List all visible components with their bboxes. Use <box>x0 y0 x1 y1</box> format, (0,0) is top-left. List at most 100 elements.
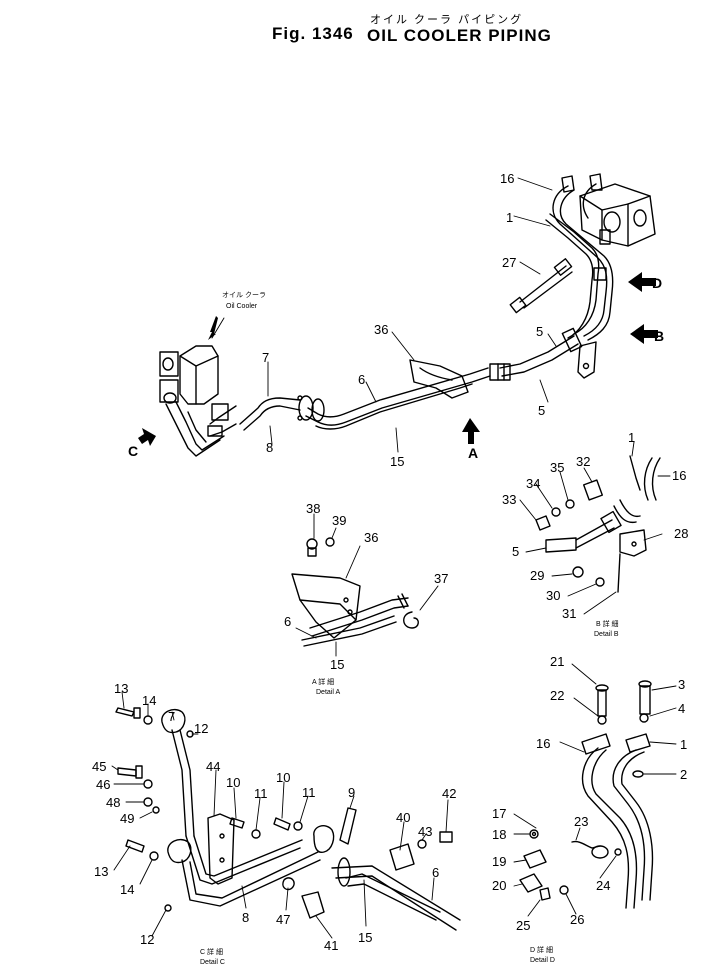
part-number: 48 <box>106 795 120 810</box>
detail-a-caption-jp: A 詳 細 <box>312 677 334 686</box>
detail-d-caption-jp: D 詳 細 <box>530 945 553 954</box>
detail-d-leaders <box>513 663 677 917</box>
part-number: 17 <box>492 806 506 821</box>
detail-d-caption-en: Detail D <box>530 957 555 964</box>
view-marker-d: D <box>652 275 662 291</box>
part-number: 6 <box>358 372 365 387</box>
hose-27 <box>509 258 607 314</box>
part-number: 15 <box>390 454 404 469</box>
part-number: 30 <box>546 588 560 603</box>
detail-b-drawing <box>535 455 661 593</box>
part-number: 36 <box>364 530 378 545</box>
part-number: 15 <box>330 657 344 672</box>
detail-b-caption-en: Detail B <box>594 631 619 638</box>
part-number: 12 <box>194 721 208 736</box>
part-number: 13 <box>114 681 128 696</box>
detail-b-leaders <box>519 441 671 615</box>
part-number: 1 <box>680 737 687 752</box>
part-number: 39 <box>332 513 346 528</box>
part-number: 34 <box>526 476 540 491</box>
part-number: 35 <box>550 460 564 475</box>
part-number: 10 <box>226 775 240 790</box>
part-number: 11 <box>254 786 268 801</box>
detail-c-caption-jp: C 詳 細 <box>200 947 223 956</box>
part-number: 1 <box>628 430 635 445</box>
part-number: 33 <box>502 492 516 507</box>
part-number: 3 <box>678 677 685 692</box>
part-number: 43 <box>418 824 432 839</box>
part-number: 14 <box>142 693 156 708</box>
detail-c-caption-en: Detail C <box>200 959 225 966</box>
part-number: 20 <box>492 878 506 893</box>
part-number: 25 <box>516 918 530 933</box>
detail-a-drawing <box>291 537 419 647</box>
title-japanese: オイル クーラ パイピング <box>370 14 524 26</box>
part-number: 14 <box>120 882 134 897</box>
part-number: 23 <box>574 814 588 829</box>
detail-d-drawing <box>519 680 654 909</box>
part-number: 28 <box>674 526 688 541</box>
part-number: 5 <box>538 403 545 418</box>
part-number: 16 <box>536 736 550 751</box>
part-number: 8 <box>266 440 273 455</box>
part-number: 5 <box>512 544 519 559</box>
oil-cooler-label-jp: オイル クーラ <box>222 291 266 299</box>
part-number: 8 <box>242 910 249 925</box>
part-number: 38 <box>306 501 320 516</box>
part-number: 6 <box>432 865 439 880</box>
part-number: 16 <box>500 171 514 186</box>
part-number: 6 <box>284 614 291 629</box>
view-marker-c: C <box>128 443 138 459</box>
part-number: 18 <box>492 827 506 842</box>
part-number: 19 <box>492 854 506 869</box>
part-number: 9 <box>348 785 355 800</box>
part-number: 41 <box>324 938 338 953</box>
part-number: 36 <box>374 322 388 337</box>
part-number: 44 <box>206 759 220 774</box>
part-number: 10 <box>276 770 290 785</box>
part-number: 29 <box>530 568 544 583</box>
part-number: 37 <box>434 571 448 586</box>
part-number: 40 <box>396 810 410 825</box>
part-number: 22 <box>550 688 564 703</box>
part-number: 21 <box>550 654 564 669</box>
view-marker-a: A <box>468 445 478 461</box>
part-number: 42 <box>442 786 456 801</box>
detail-a-leaders <box>295 513 439 657</box>
part-number: 2 <box>680 767 687 782</box>
part-number: 46 <box>96 777 110 792</box>
part-number: 47 <box>276 912 290 927</box>
detail-a-caption-en: Detail A <box>316 689 340 696</box>
part-number: 31 <box>562 606 576 621</box>
part-number: 24 <box>596 878 610 893</box>
view-marker-b: B <box>654 328 664 344</box>
part-number: 11 <box>302 785 316 800</box>
oil-cooler <box>159 345 219 405</box>
pump-body <box>561 173 656 247</box>
part-number: 12 <box>140 932 154 947</box>
part-number: 7 <box>262 350 269 365</box>
part-number: 15 <box>358 930 372 945</box>
part-number: 1 <box>506 210 513 225</box>
part-number: 26 <box>570 912 584 927</box>
part-number: 13 <box>94 864 108 879</box>
detail-c-leaders <box>111 691 449 939</box>
view-arrows <box>138 272 658 446</box>
part-number: 5 <box>536 324 543 339</box>
part-number: 49 <box>120 811 134 826</box>
part-number: 16 <box>672 468 686 483</box>
part-number: 32 <box>576 454 590 469</box>
part-number: 7 <box>168 709 175 724</box>
detail-b-caption-jp: B 詳 細 <box>596 619 619 628</box>
part-number: 45 <box>92 759 106 774</box>
main-assembly <box>159 173 656 457</box>
oil-cooler-label-en: Oil Cooler <box>226 303 258 310</box>
detail-c-drawing <box>115 707 461 931</box>
part-number: 4 <box>678 701 685 716</box>
main-leaders <box>211 177 557 453</box>
figure-number: Fig. 1346 <box>272 24 354 43</box>
title-english: OIL COOLER PIPING <box>367 26 552 45</box>
part-number: 27 <box>502 255 516 270</box>
